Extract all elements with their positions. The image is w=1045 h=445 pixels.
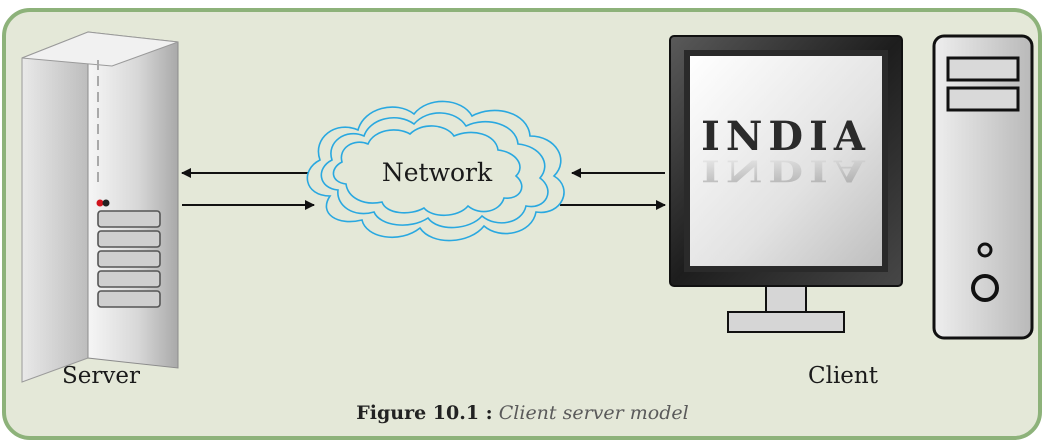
monitor-neck	[765, 285, 807, 313]
figure-number: Figure 10.1 :	[356, 402, 493, 424]
monitor-stand	[727, 311, 845, 333]
drive-slot	[946, 56, 1020, 82]
server-icon	[21, 31, 179, 383]
screen-text-reflection: INDIA	[701, 153, 871, 188]
figure-caption: Figure 10.1 : Client server model	[0, 402, 1045, 424]
cpu-tower-icon	[932, 34, 1034, 340]
drive-slot	[946, 86, 1020, 112]
power-button-icon	[971, 274, 999, 302]
monitor-screen	[690, 56, 882, 266]
reset-button-icon	[977, 242, 993, 258]
power-led-icon	[96, 199, 104, 207]
network-label: Network	[382, 158, 493, 187]
client-monitor-icon: INDIA INDIA	[669, 35, 903, 333]
network-cloud-icon	[306, 100, 565, 242]
drive-bays	[97, 210, 161, 308]
server-label: Server	[62, 363, 140, 389]
client-label: Client	[808, 363, 878, 389]
figure-title: Client server model	[498, 402, 689, 424]
screen-text: INDIA	[701, 113, 871, 160]
